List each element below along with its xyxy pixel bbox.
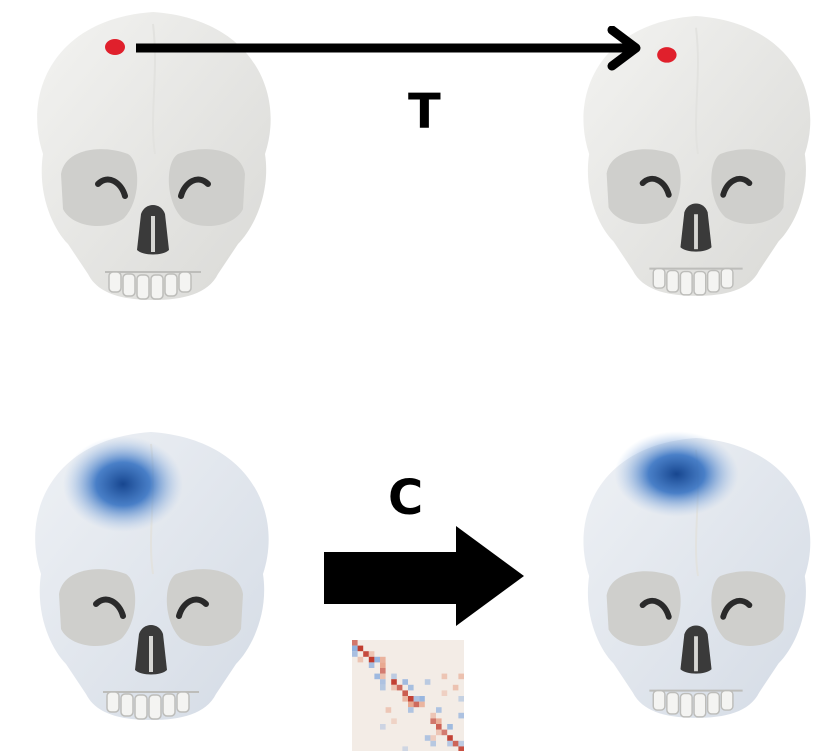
matrix-cell: [447, 724, 453, 730]
matrix-cell: [391, 674, 397, 680]
matrix-cell: [380, 724, 386, 730]
matrix-cell: [430, 741, 436, 747]
matrix-cell: [391, 718, 397, 724]
matrix-cell: [397, 685, 403, 691]
matrix-cell: [380, 679, 386, 685]
source-heat-spot: [63, 436, 183, 532]
matrix-cell: [425, 679, 431, 685]
matrix-cell: [458, 696, 464, 702]
matrix-cell: [358, 646, 364, 652]
matrix-cell: [458, 713, 464, 719]
source-point-marker: [105, 39, 125, 55]
matrix-cell: [352, 651, 358, 657]
target-skull-function: [560, 428, 829, 724]
matrix-cell: [391, 685, 397, 691]
matrix-cell: [425, 735, 431, 741]
matrix-cell: [402, 690, 408, 696]
matrix-cell: [408, 685, 414, 691]
functional-map-label: C: [388, 474, 423, 522]
matrix-cell: [442, 690, 448, 696]
matrix-cell: [380, 674, 386, 680]
functional-map-matrix: [352, 640, 464, 751]
matrix-cell: [447, 741, 453, 747]
matrix-cell: [363, 651, 369, 657]
matrix-cell: [380, 657, 386, 663]
matrix-cell: [419, 702, 425, 708]
target-point-marker: [657, 47, 676, 63]
matrix-cell: [408, 696, 414, 702]
matrix-cell: [414, 702, 420, 708]
matrix-cell: [453, 685, 459, 691]
matrix-cell: [391, 679, 397, 685]
matrix-cell: [458, 746, 464, 751]
matrix-cell: [436, 724, 442, 730]
matrix-cell: [358, 657, 364, 663]
matrix-cell: [380, 685, 386, 691]
matrix-cell: [408, 707, 414, 713]
matrix-cell: [408, 702, 414, 708]
matrix-cell: [402, 696, 408, 702]
functional-map-arrow: [324, 526, 526, 628]
matrix-cell: [374, 674, 380, 680]
target-heat-spot: [614, 431, 738, 516]
matrix-cell: [352, 640, 358, 646]
point-map-label: T: [408, 88, 441, 136]
matrix-cell: [402, 746, 408, 751]
matrix-cell: [402, 679, 408, 685]
matrix-cell: [430, 735, 436, 741]
matrix-cell: [458, 741, 464, 747]
matrix-cell: [386, 707, 392, 713]
source-skull-function: [6, 424, 296, 724]
matrix-cell: [419, 696, 425, 702]
matrix-cell: [442, 674, 448, 680]
matrix-cell: [352, 646, 358, 652]
matrix-cell: [414, 696, 420, 702]
matrix-cell: [453, 741, 459, 747]
matrix-cell: [369, 651, 375, 657]
matrix-cell: [447, 735, 453, 741]
point-map-arrow: [134, 26, 654, 74]
matrix-cell: [436, 707, 442, 713]
matrix-cell: [436, 730, 442, 736]
matrix-cell: [374, 657, 380, 663]
matrix-cell: [458, 674, 464, 680]
matrix-cell: [430, 718, 436, 724]
matrix-cell: [442, 730, 448, 736]
matrix-cell: [380, 668, 386, 674]
matrix-cell: [436, 718, 442, 724]
matrix-cell: [369, 657, 375, 663]
matrix-cell: [430, 713, 436, 719]
matrix-cell: [380, 662, 386, 668]
matrix-cell: [369, 662, 375, 668]
